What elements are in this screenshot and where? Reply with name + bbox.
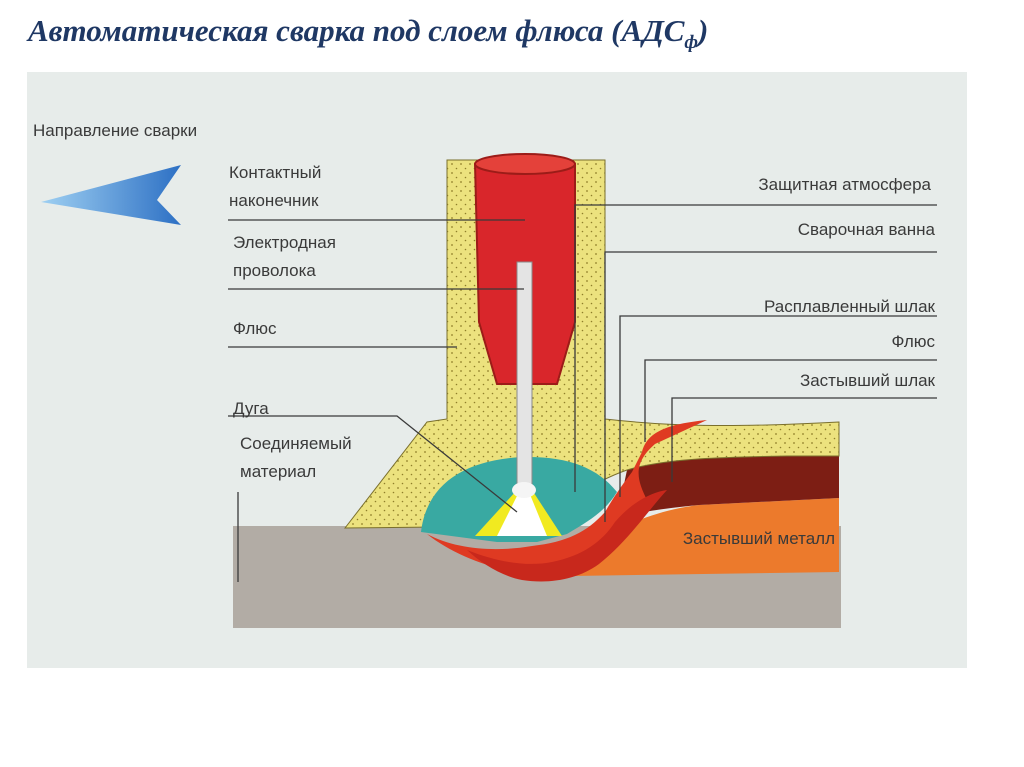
- label-molten-slag: Расплавленный шлак: [764, 297, 936, 316]
- leader-pool: [604, 251, 937, 522]
- electrode-tip: [512, 482, 536, 498]
- molten-pool: [427, 420, 707, 576]
- weld-pool-lower: [467, 490, 667, 582]
- label-flux-left: Флюс: [233, 319, 277, 338]
- label-base-2: материал: [240, 462, 316, 481]
- label-electrode-1: Электродная: [233, 233, 336, 252]
- label-direction: Направление сварки: [33, 121, 197, 140]
- label-flux-right: Флюс: [891, 332, 935, 351]
- label-solid-metal: Застывший металл: [683, 529, 835, 548]
- contact-tip-top: [474, 153, 576, 175]
- label-electrode-2: проволока: [233, 261, 316, 280]
- label-contact-tip-1: Контактный: [229, 163, 321, 182]
- label-solid-slag: Застывший шлак: [800, 371, 936, 390]
- solidified-metal: [547, 498, 839, 577]
- title-close: ): [698, 13, 709, 48]
- slide-title: Автоматическая сварка под слоем флюса (А…: [28, 8, 708, 66]
- label-arc: Дуга: [233, 399, 269, 418]
- leader-flux-right: [644, 359, 937, 442]
- arc-core: [497, 492, 547, 536]
- direction-arrow: [41, 165, 181, 225]
- left-leader-lines: [228, 219, 525, 582]
- welding-diagram: Направление сварки Контактный наконечник…: [27, 72, 967, 668]
- label-contact-tip-2: наконечник: [229, 191, 319, 210]
- label-base-1: Соединяемый: [240, 434, 352, 453]
- leader-molten-slag: [619, 315, 937, 497]
- leader-solid-slag: [671, 397, 937, 482]
- label-shield: Защитная атмосфера: [758, 175, 931, 194]
- electrode-wire: [516, 261, 533, 491]
- title-main: Автоматическая сварка под слоем флюса (А…: [28, 13, 685, 48]
- label-pool: Сварочная ванна: [798, 220, 936, 239]
- right-leader-lines: [574, 204, 937, 522]
- leader-arc: [228, 415, 518, 513]
- title-subscript: ф: [684, 32, 699, 54]
- leader-shield: [574, 204, 937, 492]
